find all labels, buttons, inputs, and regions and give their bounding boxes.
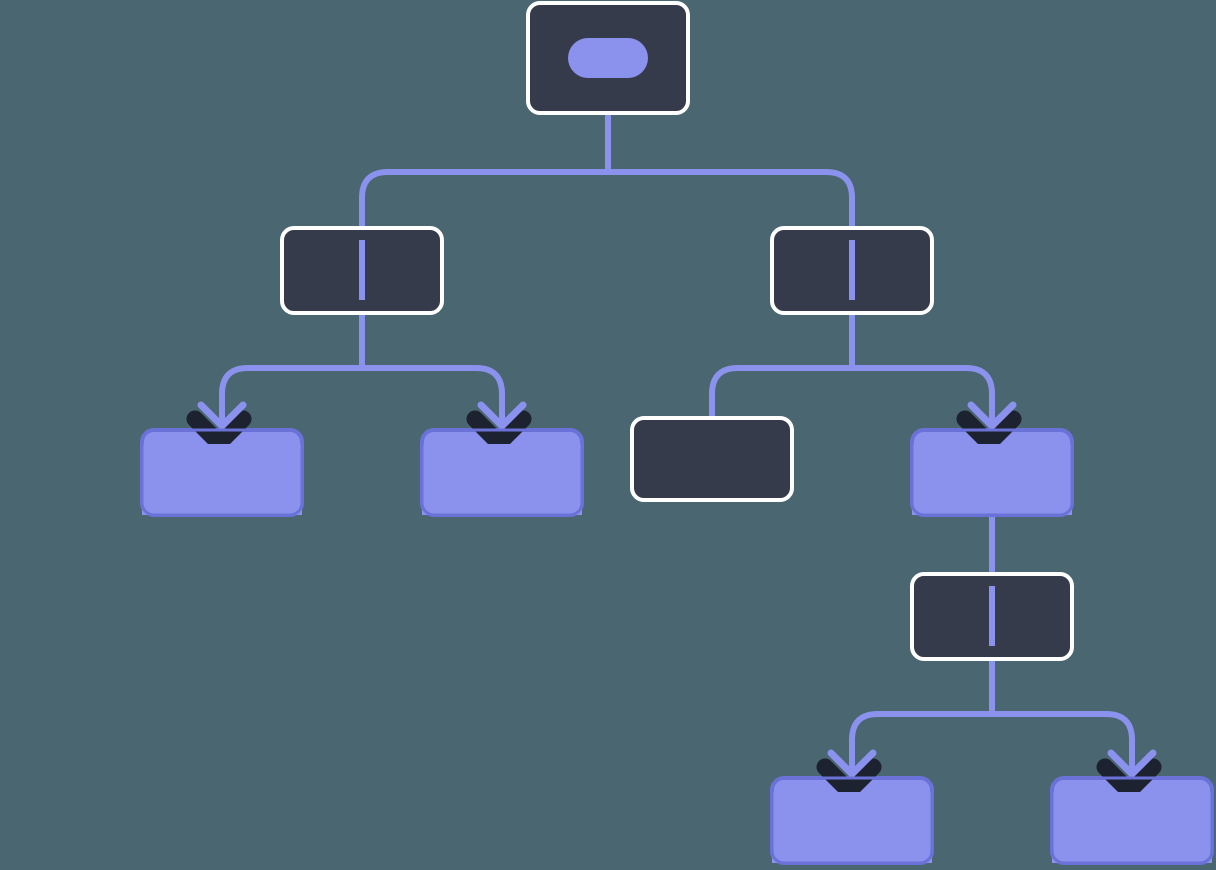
node-overlay-layer (140, 428, 1214, 865)
edge-edge-branch-right-to-child (852, 365, 995, 438)
arrowhead-arrow-leaf-1 (186, 401, 252, 452)
arrowhead-arrow-branch-right-child (956, 401, 1022, 452)
arrowhead-purple-arrow-leaf-2 (477, 401, 527, 430)
node-node-dark-plain[interactable] (630, 416, 794, 502)
edge-edge-root-to-branch-right (608, 169, 855, 270)
arrowhead-purple-arrow-leaf-1 (197, 401, 247, 430)
node-overlay-border-leaf-2[interactable] (420, 428, 584, 517)
node-overlay-leaf-2 (422, 444, 582, 515)
node-overlay-leaf-4 (1052, 792, 1212, 863)
node-overlay-leaf-1 (142, 444, 302, 515)
edge-edge-branch-left-to-leaf-2 (362, 365, 505, 438)
edge-edge-branch-right-to-dark-plain (709, 365, 852, 420)
node-overlay-border-leaf-4[interactable] (1050, 776, 1214, 865)
arrowhead-purple-arrow-branch-right-child (967, 401, 1017, 430)
arrowhead-arrow-leaf-3 (816, 749, 882, 800)
node-layer (140, 1, 1214, 865)
node-overlay-leaf-3 (772, 792, 932, 863)
arrowhead-purple-arrow-leaf-4 (1107, 749, 1157, 778)
node-body-node-dark-plain[interactable] (630, 416, 794, 502)
arrowhead-dark-arrow-leaf-2 (466, 410, 532, 452)
node-pill-glyph-root (568, 38, 648, 78)
node-overlay-branch-right-child (912, 444, 1072, 515)
edge-edge-deep-to-leaf-3 (849, 711, 992, 786)
arrowhead-layer (186, 401, 1162, 800)
arrowhead-dark-arrow-leaf-4 (1096, 758, 1162, 800)
arrowhead-dark-arrow-branch-right-child (956, 410, 1022, 452)
arrowhead-dark-arrow-leaf-1 (186, 410, 252, 452)
edge-edge-deep-to-leaf-4 (992, 711, 1135, 786)
node-overlay-border-leaf-3[interactable] (770, 776, 934, 865)
edge-edge-root-to-branch-left (359, 169, 608, 270)
arrowhead-purple-arrow-leaf-3 (827, 749, 877, 778)
node-root[interactable] (526, 1, 690, 115)
edge-edge-branch-left-to-leaf-1 (219, 365, 362, 438)
arrowhead-arrow-leaf-2 (466, 401, 532, 452)
arrowhead-arrow-leaf-4 (1096, 749, 1162, 800)
arrowhead-dark-arrow-leaf-3 (816, 758, 882, 800)
node-overlay-border-leaf-1[interactable] (140, 428, 304, 517)
node-bar-layer (359, 240, 995, 646)
node-overlay-border-branch-right-child[interactable] (910, 428, 1074, 517)
